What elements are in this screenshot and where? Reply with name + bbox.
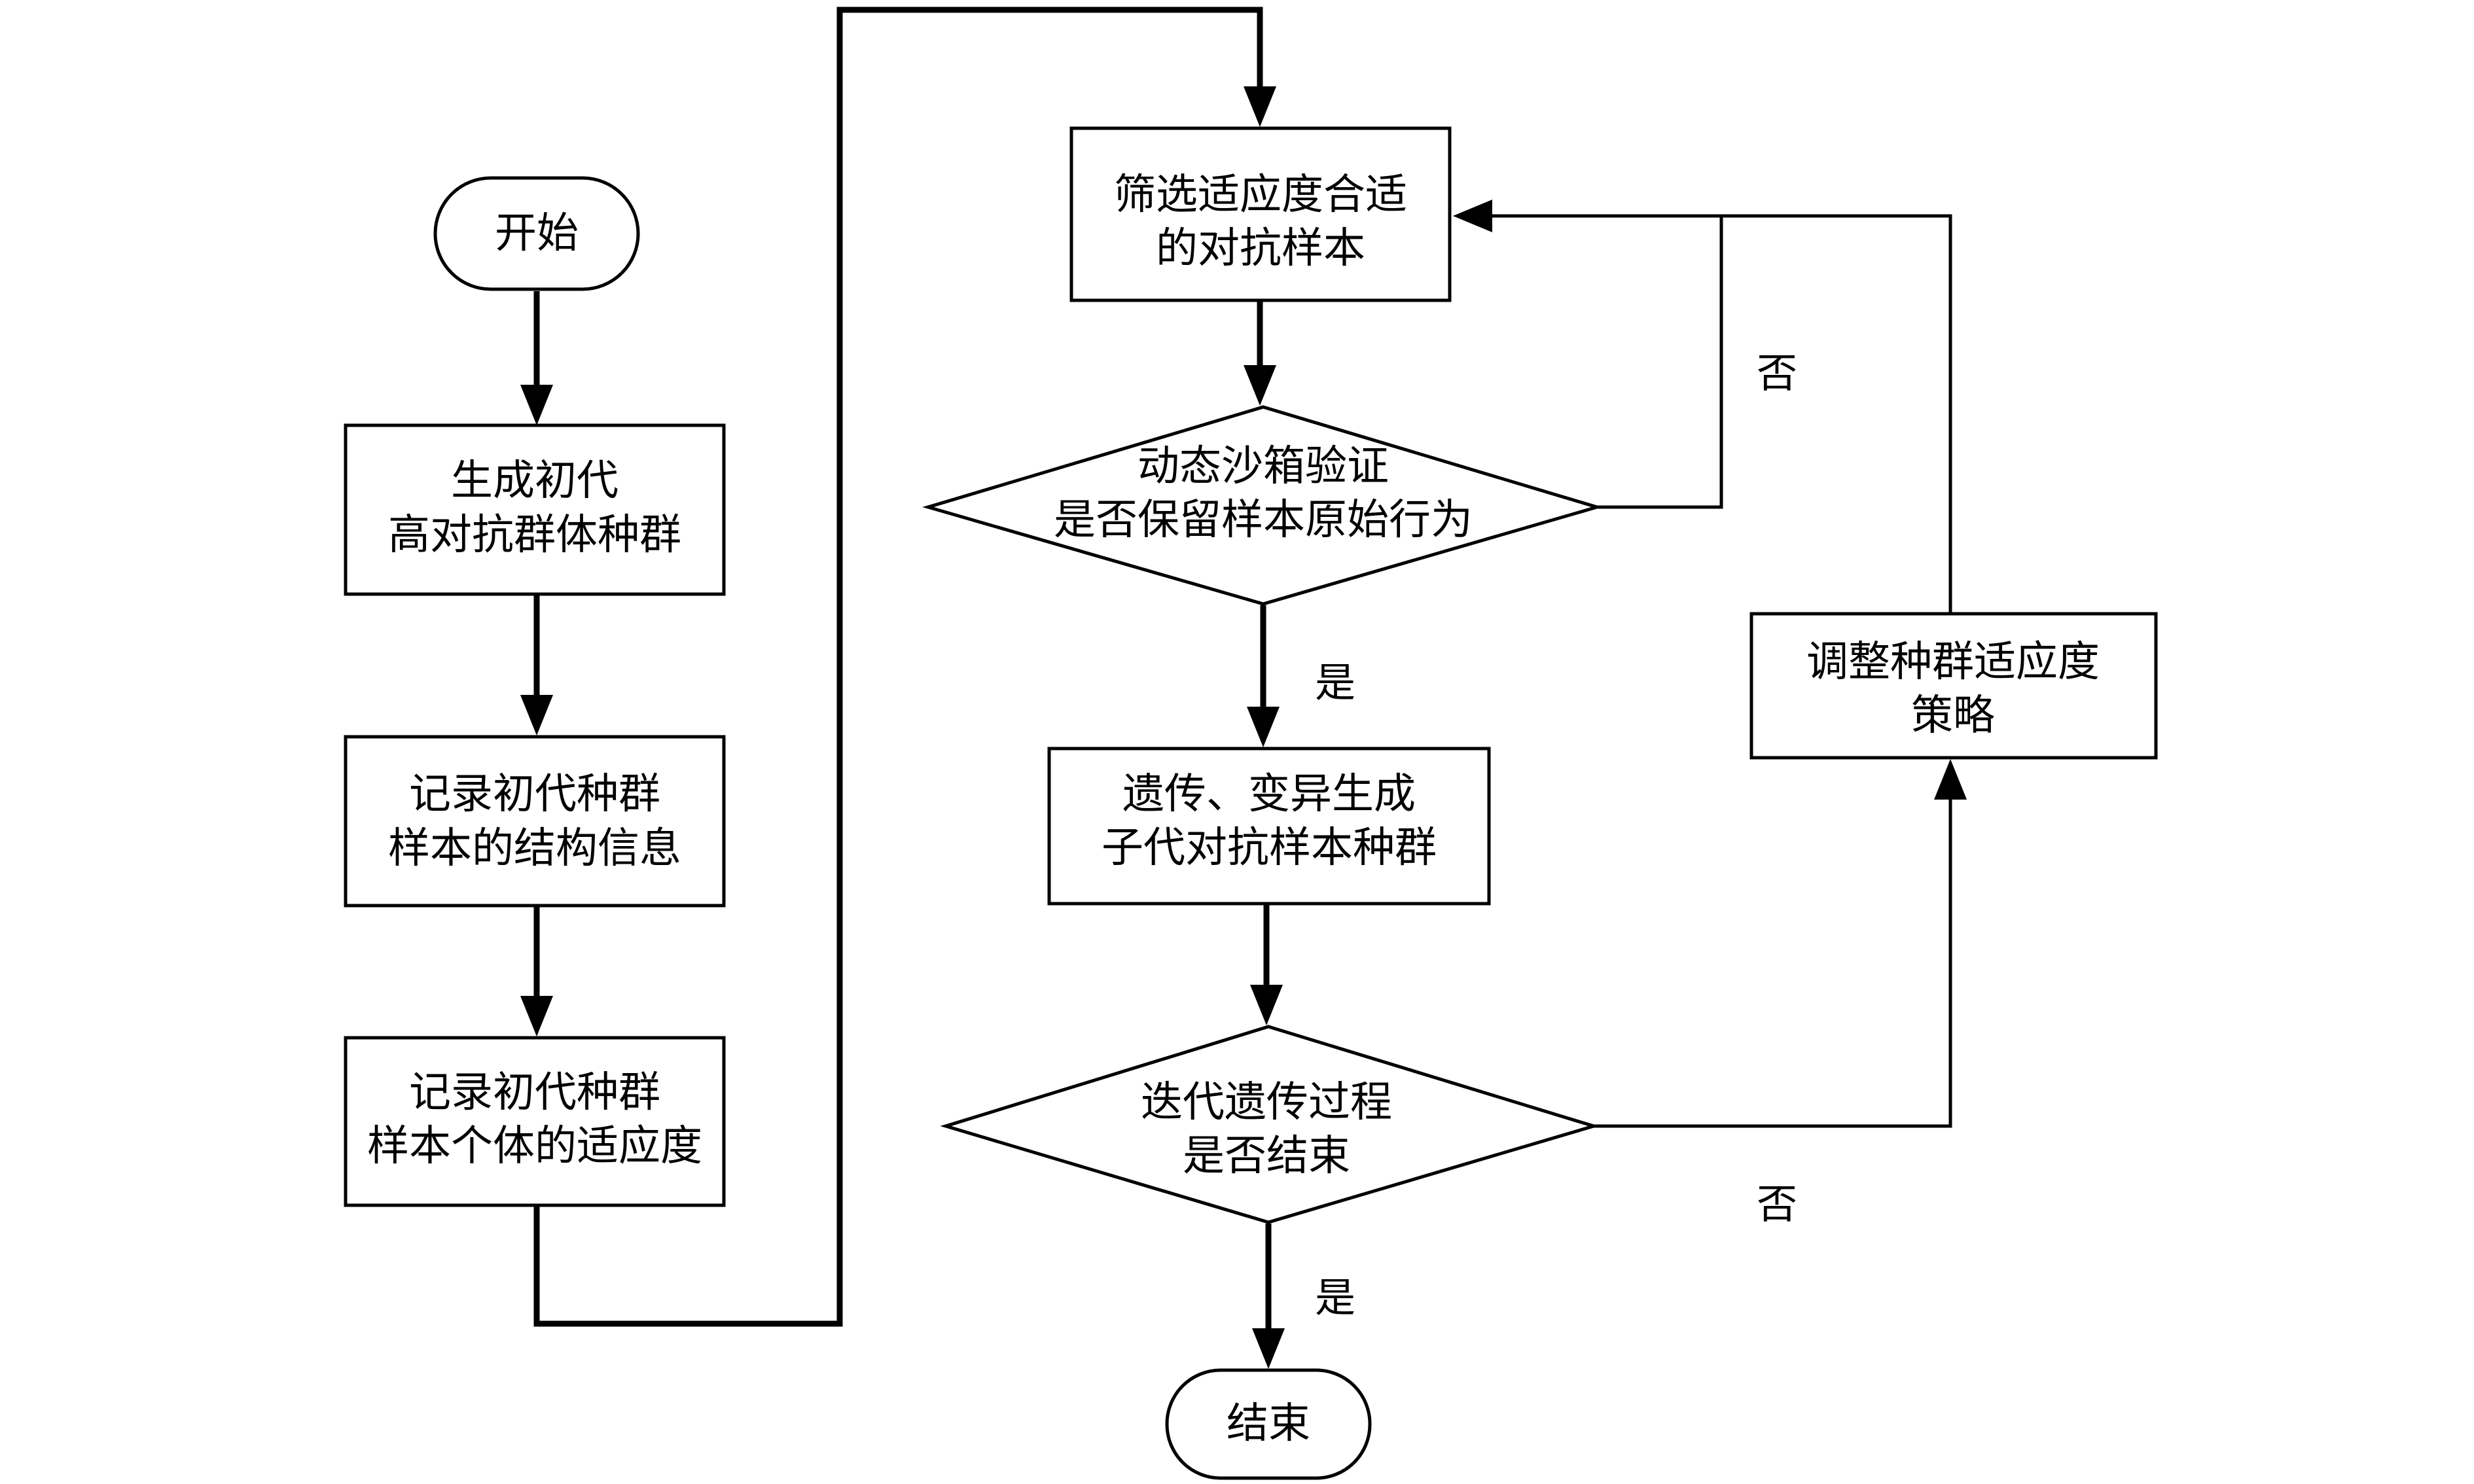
adjust-fitness-strategy-box: 调整种群适应度 策略 xyxy=(1749,612,2158,760)
arrow-record-structure-to-record-fitness xyxy=(520,906,553,1036)
arrow-genetic-to-iteration-check xyxy=(1250,905,1283,1025)
arrow-filter-to-sandbox xyxy=(1244,302,1276,406)
genetic-mutation-label-line2: 子代对抗样本种群 xyxy=(1102,824,1437,872)
end-terminal: 结束 xyxy=(1165,1368,1372,1480)
adjust-fitness-strategy-label-line2: 策略 xyxy=(1911,692,1995,740)
sandbox-verification-decision: 动态沙箱验证 是否保留样本原始行为 xyxy=(922,405,1603,606)
generate-initial-population-label-line2: 高对抗群体种群 xyxy=(388,511,681,559)
sandbox-verification-label-line2: 是否保留样本原始行为 xyxy=(1054,496,1473,544)
arrow-record-fitness-to-filter xyxy=(533,7,1276,1327)
generate-initial-population-label-line1: 生成初代 xyxy=(451,457,618,505)
adjust-fitness-strategy-label-line1: 调整种群适应度 xyxy=(1806,638,2100,686)
iteration-no-label: 否 xyxy=(1757,1180,1797,1228)
sandbox-verification-label-line1: 动态沙箱验证 xyxy=(1138,442,1389,491)
iteration-end-decision: 迭代遗传过程 是否结束 xyxy=(940,1025,1600,1224)
filter-samples-box: 筛选适应度合适 的对抗样本 xyxy=(1069,126,1452,302)
record-fitness-box: 记录初代种群 样本个体的适应度 xyxy=(344,1036,726,1207)
sandbox-no-label: 否 xyxy=(1757,349,1797,397)
genetic-mutation-box: 遗传、变异生成 子代对抗样本种群 xyxy=(1047,747,1491,906)
record-structure-label-line1: 记录初代种群 xyxy=(409,770,660,819)
record-fitness-label-line2: 样本个体的适应度 xyxy=(367,1122,702,1171)
iteration-yes-label: 是 xyxy=(1315,1274,1355,1322)
iteration-end-label-line1: 迭代遗传过程 xyxy=(1141,1078,1392,1127)
arrow-iteration-yes-to-end xyxy=(1252,1224,1285,1369)
arrow-sandbox-yes-to-genetic xyxy=(1247,605,1280,747)
start-label: 开始 xyxy=(495,209,579,258)
arrow-iteration-no-to-adjust xyxy=(1594,759,1967,1128)
arrow-generate-to-record-structure xyxy=(520,595,553,735)
filter-samples-label-line1: 筛选适应度合适 xyxy=(1114,171,1407,219)
record-structure-label-line2: 样本的结构信息 xyxy=(388,824,681,873)
record-structure-box: 记录初代种群 样本的结构信息 xyxy=(344,735,726,908)
genetic-mutation-label-line1: 遗传、变异生成 xyxy=(1122,770,1416,819)
filter-samples-label-line2: 的对抗样本 xyxy=(1156,224,1365,273)
generate-initial-population-box: 生成初代 高对抗群体种群 xyxy=(344,423,726,596)
sandbox-yes-label: 是 xyxy=(1315,659,1355,707)
arrow-adjust-to-filter xyxy=(1721,214,1952,612)
end-label: 结束 xyxy=(1227,1400,1310,1448)
iteration-end-label-line2: 是否结束 xyxy=(1183,1132,1350,1180)
arrow-start-to-generate xyxy=(520,291,553,425)
start-terminal: 开始 xyxy=(433,176,640,291)
record-fitness-label-line1: 记录初代种群 xyxy=(409,1069,660,1117)
arrow-sandbox-no-to-filter xyxy=(1453,200,1723,509)
